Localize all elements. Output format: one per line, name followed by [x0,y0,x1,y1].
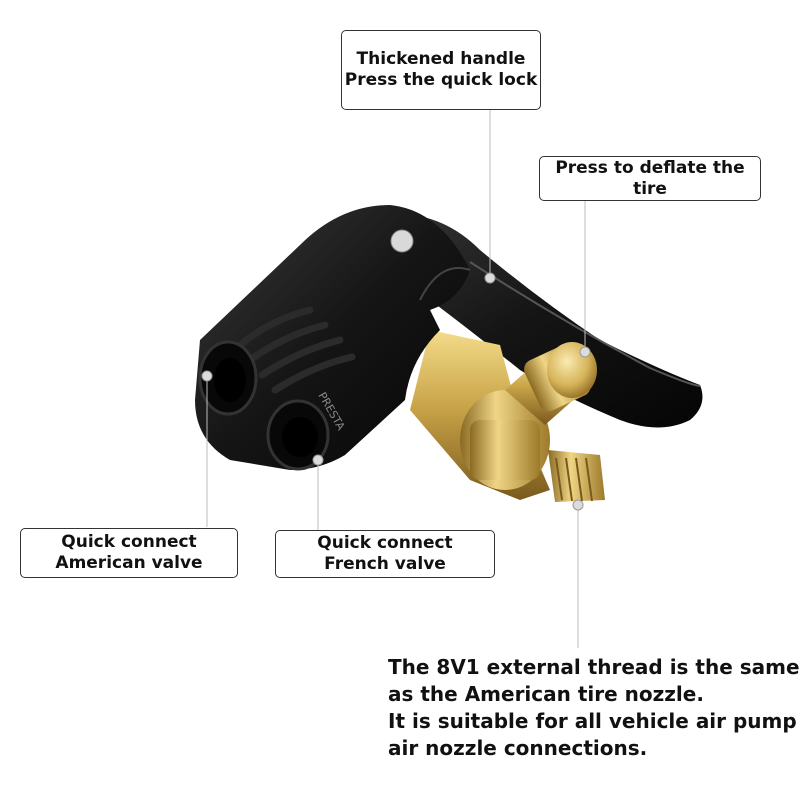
callout-thickened-handle: Thickened handle Press the quick lock [341,30,541,110]
callout-french-line2: French valve [324,554,446,574]
callout-french-valve: Quick connect French valve [275,530,495,578]
pointer-lines [206,110,586,648]
callout-french-line1: Quick connect [317,533,453,553]
note-line3: It is suitable for all vehicle air pump [388,709,797,733]
callout-handle-line2: Press the quick lock [344,70,538,90]
black-head: PRESTA [195,205,471,471]
pointer-dots [201,272,591,511]
callout-american-valve: Quick connect American valve [20,528,238,578]
callout-american-line1: Quick connect [61,532,197,552]
callout-deflate: Press to deflate the tire [539,156,761,201]
callout-deflate-line1: Press to deflate the tire [555,157,745,199]
callout-american-line2: American valve [55,553,203,573]
thread-compatibility-note: The 8V1 external thread is the same as t… [388,654,800,762]
callout-handle-line1: Thickened handle [356,49,526,69]
note-line1: The 8V1 external thread is the same [388,655,800,679]
deflate-button [505,342,597,425]
brass-body [410,330,550,500]
note-line2: as the American tire nozzle. [388,682,704,706]
threaded-nozzle [548,450,605,502]
note-line4: air nozzle connections. [388,736,648,760]
